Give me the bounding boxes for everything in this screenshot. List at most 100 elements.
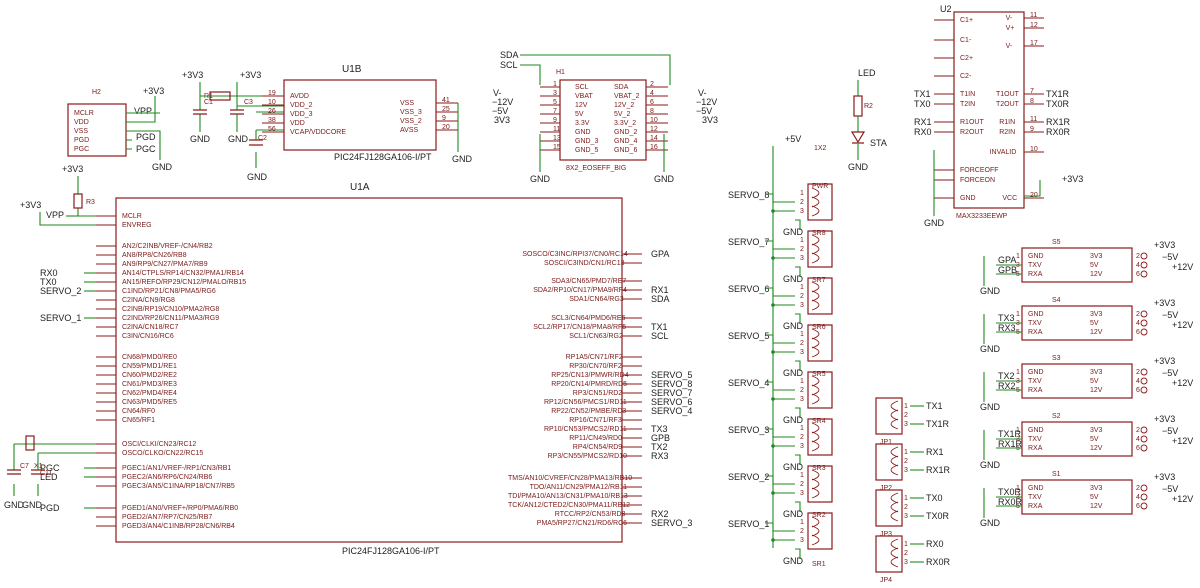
s-header-pin-pad [1140,386,1148,394]
servo-pin-shape [811,375,820,387]
servo-gnd-wire [795,313,801,324]
s-header-3v3: +3V3 [1154,472,1175,482]
servo-pin-shape [811,346,820,358]
jumper-net-label: RX1R [926,465,951,475]
h1-pin-number: 11 [553,126,560,133]
servo-junction [771,491,775,495]
jumper-pin-shape [890,409,899,421]
u2-pin-label: C1- [960,37,972,44]
servo-pin-shape [811,299,820,311]
servo-pin-number: 2 [800,528,804,535]
u2-pin-label: T1IN [960,91,975,98]
h2-pin-label: VSS [74,128,88,135]
svg-text:GND: GND [924,218,945,228]
u1b-pin-label: VSS_2 [400,118,422,125]
svg-text:PIC24FJ128GA106-I/PT: PIC24FJ128GA106-I/PT [334,152,432,162]
servo-pin-number: 2 [800,340,804,347]
s-header-pin-number: 6 [1136,387,1140,394]
jumper-pin-shape [890,464,899,476]
s-header-pin-number: 4 [1136,262,1140,269]
u1a-pin-label: SDA1/CN64/RG3 [569,296,624,303]
u1a-net-label: RX1 [651,285,669,295]
u1a-net-label: SCL [651,331,669,341]
u2-pin-label: V+ [1006,25,1015,32]
servo-pin-shape [811,187,820,199]
servo-gnd-wire [795,266,801,277]
u1a-net-label: TX3 [651,424,668,434]
servo-wire [765,287,795,306]
u2-pin-label: C2- [960,73,972,80]
jumper-pin-number: 3 [904,513,908,520]
svg-text:−5V: −5V [696,106,712,116]
u1b-pin-number: 19 [268,90,276,97]
servo-net-label: SERVO_3 [728,425,769,435]
u1a-pin-label: C2INB/RP19/CN10/PMA2/RG8 [122,306,219,313]
u1a-pin-label: TMS/AN10/CVREF/CN28/PMA13/RB10 [508,475,632,482]
servo-pin-shape [811,196,820,208]
servo-pin-shape [811,243,820,255]
servo-pin-number: 3 [800,396,804,403]
u1a-pin-label: CN59/PMD1/RE1 [122,363,177,370]
u1a-pin-label: SCL3/CN64/PMD6/RE6 [551,315,625,322]
s-header-gnd: GND [980,402,1001,412]
u1a-pin-label: RTCC/RP2/CN53/RD8 [555,511,626,518]
servo-junction [771,350,775,354]
u2-pin-label: C1+ [960,17,973,24]
jumper-net-label: TX0R [926,511,950,521]
jumper-pin-number: 2 [904,412,908,419]
jumper-pin-shape [890,455,899,467]
u2-pin-number: 7 [1030,88,1034,95]
u1a-net-label: SERVO_8 [651,379,692,389]
svg-text:3V3: 3V3 [494,115,510,125]
svg-text:U2: U2 [940,4,952,14]
s-header-pin-pad [1140,319,1148,327]
servo-pin-shape [811,534,820,546]
h1-pin-label: 3.3V_2 [614,120,636,127]
s-header-pin-label: 12V [1090,445,1103,452]
servo-ref-label: SR7 [812,277,826,284]
svg-text:+3V3: +3V3 [1062,174,1083,184]
u1a-net-label: SERVO_2 [40,286,81,296]
u1a-net-label: TX0 [40,277,57,287]
servo-ref-label: PWR [812,183,828,190]
s-header-3v3: +3V3 [1154,298,1175,308]
servo-ref-label: SR2 [812,512,826,519]
jumper-pin-shape [890,547,899,559]
h1-pin-label: SCL [575,84,589,91]
svg-text:VPP: VPP [134,106,152,116]
svg-text:R3: R3 [86,199,95,206]
s-header-pin-number: 1 [1016,253,1020,260]
s-header-gnd: GND [980,344,1001,354]
u1a-pin-label: PGED3/AN4/C1INB/RP28/CN6/RB4 [122,523,235,530]
s-header-pin-label: 12V [1090,271,1103,278]
servo-pin-shape [811,234,820,246]
s-header-pin-label: 5V [1090,494,1099,501]
jumper-pin-shape [890,418,899,430]
s-header-p12v: +12V [1172,494,1193,504]
u2-pin-label: VCC [1002,195,1017,202]
jumper-net-label: TX0 [926,493,943,503]
s-header-p12v: +12V [1172,436,1193,446]
jumper-ref-label: JP1 [880,439,892,446]
u1a-pin-label: MCLR [122,213,142,220]
servo-connector [807,183,833,221]
h1-pin-number: 12 [650,126,658,133]
svg-text:V-: V- [698,88,707,98]
u2-pin-label: T2OUT [996,101,1020,108]
servo-pin-shape [811,422,820,434]
h2-pin-label: PGC [74,146,89,153]
servo-gnd-label: GND [783,368,804,378]
h1-pin-label: GND_4 [614,138,637,145]
jumper-pin-number: 1 [904,403,908,410]
svg-text:U1B: U1B [342,64,362,75]
u2-net-label: RX0R [1046,127,1071,137]
u1a-pin-label: AN9/RP9/CN27/PMA7/RB9 [122,261,208,268]
u1b-pin-label: VDD_3 [290,111,313,118]
s-header-pin-pad [1140,377,1148,385]
u1a-net-label: RX2 [651,509,669,519]
u1a-pin-label: SDA3/CN65/PMD7/RE7 [551,278,626,285]
servo-net-label: SERVO_5 [728,331,769,341]
jumper-pin-shape [890,556,899,568]
